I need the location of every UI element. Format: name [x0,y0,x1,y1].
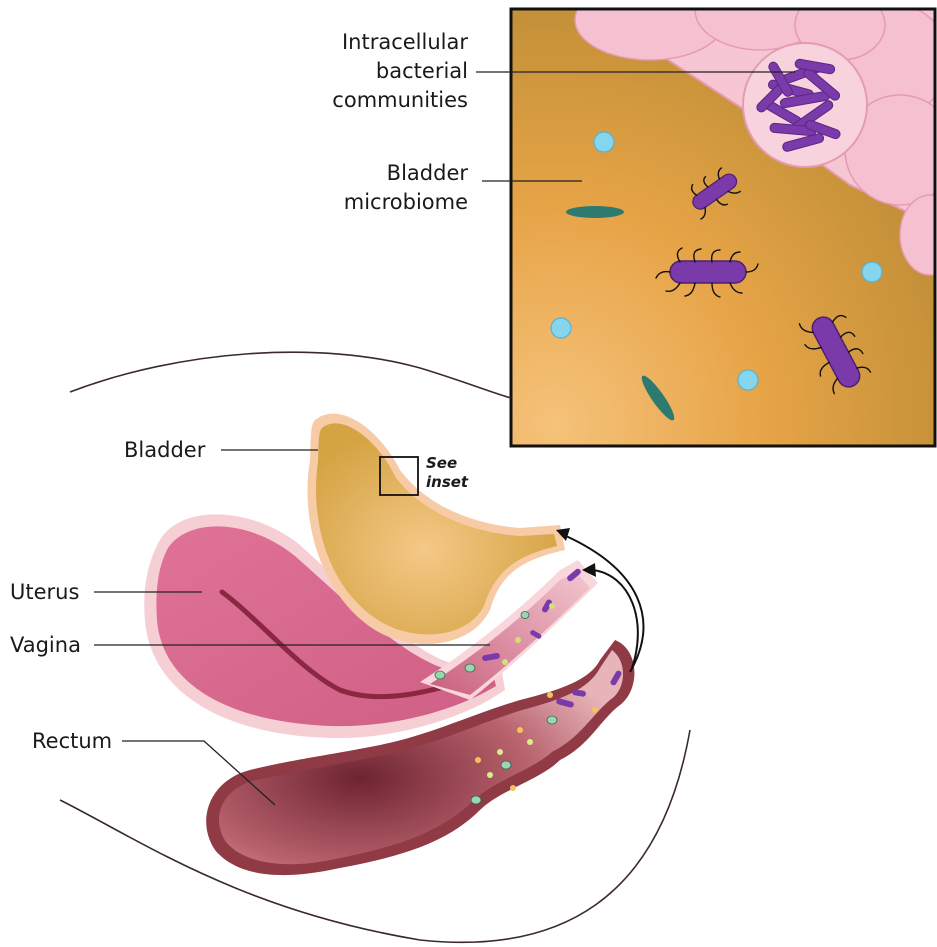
label-uterus: Uterus [10,580,79,604]
label-intracellular-line2: bacterial [376,59,468,83]
label-intracellular-line1: Intracellular [342,30,468,54]
label-intracellular-line3: communities [332,88,468,112]
label-see-inset-line1: See [426,454,457,472]
label-microbiome-line1: Bladder [387,161,469,185]
migration-arrows [566,536,643,672]
label-bladder: Bladder [124,438,206,462]
inset-panel [511,0,937,446]
label-see-inset-line2: inset [426,473,469,491]
label-rectum: Rectum [32,729,112,753]
label-microbiome-line2: microbiome [344,190,468,214]
label-vagina: Vagina [10,633,81,657]
